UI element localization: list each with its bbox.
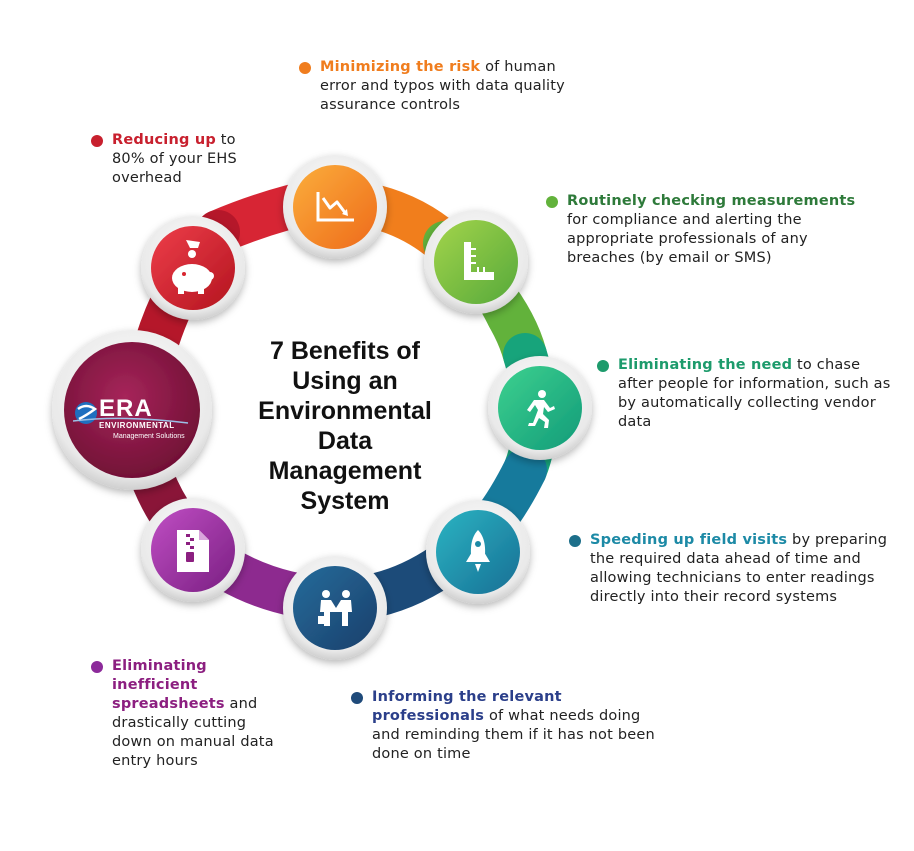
- era-logo: ERA ENVIRONMENTAL Management Solutions: [72, 391, 191, 451]
- piggy-bank-icon: [172, 240, 214, 294]
- benefit-checking: Routinely checking measurements for comp…: [546, 192, 857, 268]
- bullet-dot: [299, 62, 311, 74]
- circle-orange: [283, 155, 387, 259]
- runner-icon: [527, 390, 555, 428]
- center-disc: [176, 236, 505, 573]
- benefit-need: Eliminating the need to chase after peop…: [597, 356, 898, 432]
- rocket-icon: [466, 530, 490, 572]
- logo-line2: Management Solutions: [113, 433, 185, 440]
- logo-line1: ENVIRONMENTAL: [99, 421, 175, 430]
- bullet-dot: [569, 535, 581, 547]
- bullet-dot: [597, 360, 609, 372]
- ruler-icon: [464, 242, 494, 280]
- benefit-spreadsheets: Eliminating inefficient spreadsheets and…: [91, 657, 287, 771]
- globe-icon: [72, 402, 189, 424]
- logo-brand: ERA: [99, 395, 153, 422]
- bullet-dot: [91, 661, 103, 673]
- benefit-informing: Informing the relevant professionals of …: [351, 688, 662, 764]
- chart-down-icon: [316, 192, 354, 222]
- benefit-field: Speeding up field visits by preparing th…: [569, 531, 900, 607]
- benefit-reducing: Reducing up to 80% of your EHS overhead: [91, 131, 262, 188]
- bullet-dot: [546, 196, 558, 208]
- zip-file-icon: [177, 530, 209, 572]
- circle-logo: [52, 330, 212, 490]
- bullet-dot: [351, 692, 363, 704]
- page-title: 7 Benefits of Using an Environmental Dat…: [258, 337, 432, 515]
- benefit-risk: Minimizing the risk of human error and t…: [299, 58, 580, 115]
- bullet-dot: [91, 135, 103, 147]
- handshake-icon: [318, 590, 352, 626]
